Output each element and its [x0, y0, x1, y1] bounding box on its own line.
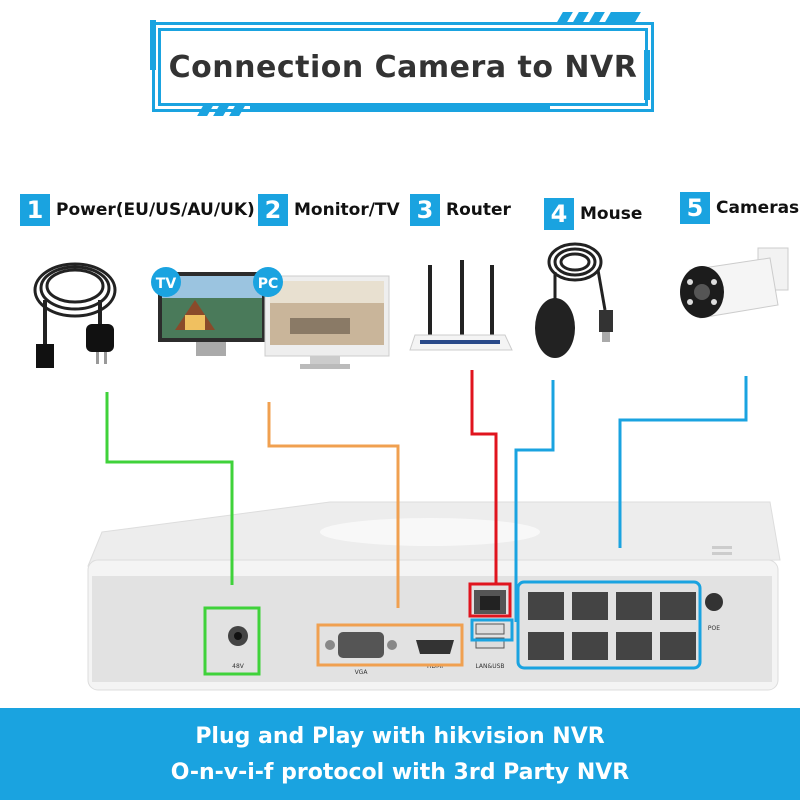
- item-number: 4: [544, 198, 574, 230]
- item-power: 1 Power(EU/US/AU/UK): [20, 192, 255, 228]
- camera-connection-line: [618, 376, 748, 548]
- item-label: Mouse: [580, 204, 643, 224]
- port-label-poe: POE: [708, 625, 720, 632]
- item-number: 1: [20, 194, 50, 226]
- item-number: 2: [258, 194, 288, 226]
- power-connection-line: [105, 392, 234, 585]
- footer-line-1: Plug and Play with hikvision NVR: [195, 724, 605, 749]
- item-monitor: 2 Monitor/TV: [258, 192, 400, 228]
- pc-monitor-icon: PC: [253, 267, 390, 369]
- mouse-connection-line: [514, 380, 555, 622]
- item-number: 5: [680, 192, 710, 224]
- item-mouse: 4 Mouse: [544, 196, 642, 232]
- camera-icon: [680, 247, 789, 319]
- tv-badge-text: TV: [156, 276, 177, 292]
- title-decoration: [250, 106, 550, 112]
- item-router: 3 Router: [410, 192, 511, 228]
- item-label: Cameras: [716, 198, 800, 218]
- footer-line-2: O-n-v-i-f protocol with 3rd Party NVR: [170, 760, 630, 785]
- tv-icon: TV: [151, 267, 266, 356]
- video-port-highlight: [316, 623, 464, 667]
- monitor-connection-line: [267, 402, 400, 608]
- poe-ports: [528, 592, 696, 660]
- power-port-highlight: [203, 606, 261, 676]
- power-cable-icon: [33, 262, 117, 368]
- port-label-lan-usb: LAN&USB: [475, 663, 504, 670]
- port-label-vga: VGA: [355, 669, 369, 676]
- item-cameras: 5 Cameras: [680, 190, 799, 226]
- title-decoration: [644, 50, 650, 100]
- item-label: Router: [446, 200, 511, 220]
- footer-band: Plug and Play with hikvision NVR O-n-v-i…: [0, 708, 800, 800]
- title-frame: Connection Camera to NVR: [158, 28, 648, 106]
- router-connection-line: [470, 370, 498, 584]
- lan-port-highlight: [468, 582, 512, 618]
- page-title: Connection Camera to NVR: [168, 49, 638, 85]
- item-label: Power(EU/US/AU/UK): [56, 200, 255, 220]
- mouse-icon: [535, 242, 613, 358]
- router-icon: [409, 260, 513, 351]
- nvr-device: [87, 501, 781, 691]
- pc-badge-text: PC: [258, 276, 279, 292]
- poe-port-highlight: [516, 580, 702, 670]
- item-number: 3: [410, 194, 440, 226]
- item-label: Monitor/TV: [294, 200, 400, 220]
- usb-port-highlight: [470, 618, 514, 642]
- title-decoration: [150, 20, 156, 70]
- port-label-power: 48V: [232, 663, 245, 670]
